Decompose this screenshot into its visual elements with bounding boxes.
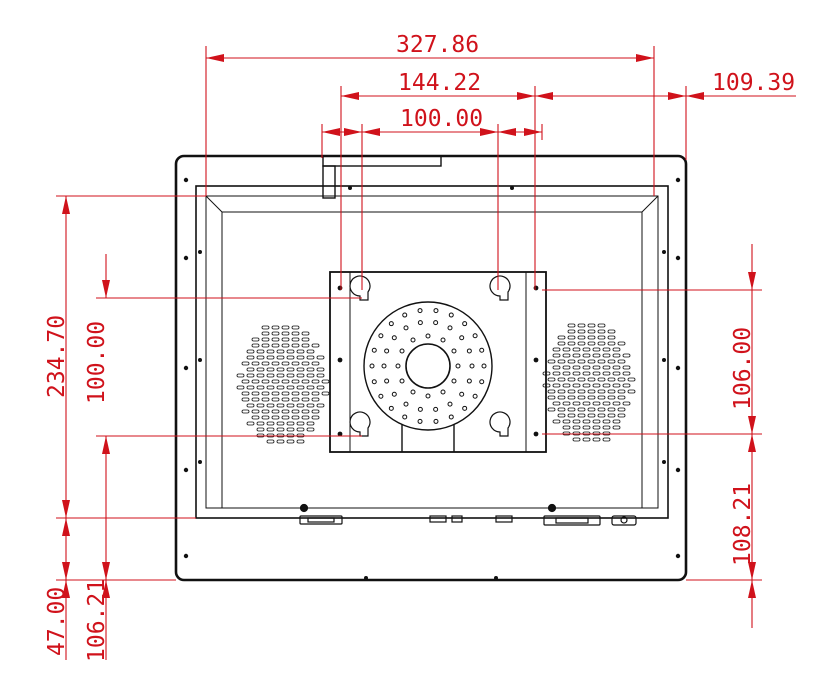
dim-top-right: 109.39 — [712, 70, 795, 96]
dim-left-outer: 234.70 — [44, 315, 70, 398]
dim-bottom-left-b: 106.21 — [84, 579, 110, 662]
device-back-view — [174, 154, 688, 582]
rotating-hub — [363, 301, 493, 431]
dim-right-lower: 108.21 — [730, 483, 756, 566]
io-connectors — [299, 503, 637, 526]
dim-left-inner: 100.00 — [84, 321, 110, 404]
housing-screw-holes — [183, 177, 681, 580]
dim-top-middle: 144.22 — [398, 70, 481, 96]
inner-bezel — [195, 185, 669, 519]
right-speaker-grille — [542, 323, 636, 442]
dim-top-overall: 327.86 — [396, 32, 479, 58]
antenna — [322, 155, 442, 199]
keyhole-slots — [349, 275, 511, 437]
dim-bottom-left-a: 47.00 — [44, 587, 70, 656]
dim-right-upper: 106.00 — [730, 327, 756, 410]
dimension-annotations: 327.86 144.22 109.39 100.00 234.70 100.0… — [44, 32, 796, 662]
dim-top-inner: 100.00 — [400, 106, 483, 132]
vesa-mount-plate — [329, 271, 547, 453]
left-speaker-grille — [236, 325, 330, 444]
